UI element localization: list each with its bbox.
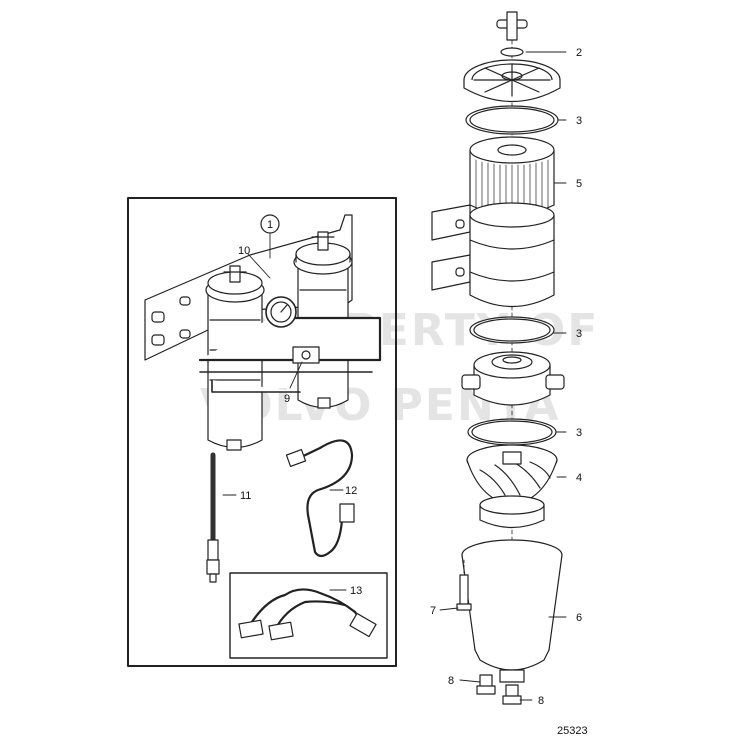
callout-5: 5: [576, 178, 582, 190]
cable-harness-part-13: [238, 588, 377, 641]
callout-7: 7: [430, 605, 436, 617]
twin-filter-assembly: [144, 214, 382, 451]
callout-11: 11: [240, 490, 251, 502]
callout-3-top: 3: [576, 115, 582, 127]
callout-6: 6: [576, 612, 582, 624]
callout-10: 10: [238, 245, 250, 257]
callout-9: 9: [284, 393, 290, 405]
callout-1-circle: [260, 214, 280, 234]
leader-lines: [222, 51, 567, 701]
callout-4: 4: [576, 472, 582, 484]
water-sensor-part-11: [206, 452, 220, 583]
callout-2: 2: [576, 47, 582, 59]
callout-3-middle: 3: [576, 328, 582, 340]
callout-3-bottom: 3: [576, 427, 582, 439]
callout-1: 1: [267, 219, 273, 231]
exploded-filter: [431, 11, 565, 705]
assembly-inset-frame: [127, 197, 397, 667]
callout-8-left: 8: [448, 675, 454, 687]
cable-harness-part-12: [285, 439, 355, 558]
callout-labels: 1 2 3 5 3 3 4 6 7 8 8 9 10 11 12 13 2532…: [238, 47, 588, 737]
callout-8-right: 8: [538, 695, 544, 707]
figure-number: 25323: [557, 725, 588, 737]
harness-inset-frame: [229, 572, 388, 659]
callout-12: 12: [345, 485, 357, 497]
callout-13: 13: [350, 585, 362, 597]
